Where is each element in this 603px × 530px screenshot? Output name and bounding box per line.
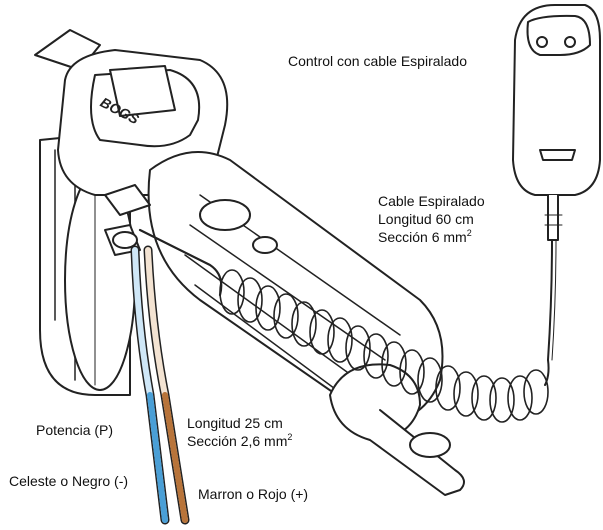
terminal-posts <box>104 184 151 256</box>
blue-wire <box>147 392 168 523</box>
label-negative: Celeste o Negro (-) <box>9 473 129 489</box>
label-control: Control con cable Espiralado <box>288 53 467 69</box>
label-cable-section-text: Sección 6 mm <box>378 229 467 245</box>
remote-cable-inner <box>551 239 557 361</box>
label-cable-title: Cable Espiralado <box>378 193 485 209</box>
brown-wire <box>162 392 188 523</box>
remote-control <box>512 4 601 241</box>
label-power: Potencia (P) <box>36 422 114 438</box>
coiled-cable <box>138 228 550 423</box>
power-wires <box>130 245 190 525</box>
label-power-section: Sección 2,6 mm2 <box>187 432 292 450</box>
remote-cable <box>547 239 553 361</box>
label-power-length: Longitud 25 cm <box>187 415 283 431</box>
label-cable-length: Longitud 60 cm <box>378 211 474 227</box>
label-cable-section: Sección 6 mm2 <box>378 228 472 246</box>
label-power-section-text: Sección 2,6 mm <box>187 433 288 449</box>
label-cable-section-exp: 2 <box>466 228 472 238</box>
label-positive: Marron o Rojo (+) <box>198 486 309 502</box>
label-power-section-exp: 2 <box>287 432 293 442</box>
